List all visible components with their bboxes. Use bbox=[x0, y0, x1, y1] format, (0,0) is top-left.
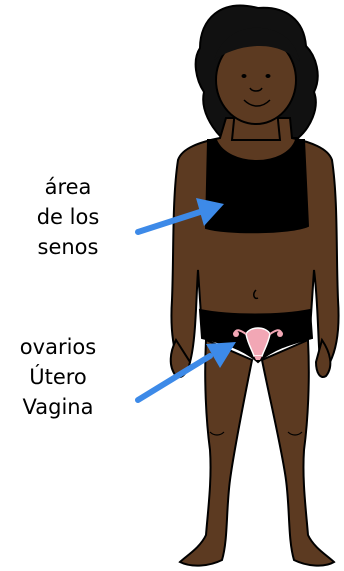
left-leg bbox=[178, 338, 254, 567]
navel bbox=[253, 289, 259, 300]
breast-area-label: área de los senos bbox=[18, 172, 118, 262]
ovaries-label: ovarios bbox=[19, 335, 97, 359]
left-knee bbox=[209, 431, 225, 436]
bra bbox=[204, 139, 310, 234]
uterus-icon bbox=[233, 327, 283, 360]
right-leg bbox=[260, 338, 336, 567]
vagina-label: Vagina bbox=[22, 395, 94, 419]
left-eye bbox=[241, 74, 247, 78]
breast-label-line-3: senos bbox=[37, 235, 99, 259]
right-eye bbox=[265, 74, 271, 78]
right-hand bbox=[314, 337, 332, 378]
hair-fringe bbox=[214, 27, 300, 62]
right-knee bbox=[287, 431, 303, 436]
breast-label-line-1: área bbox=[44, 175, 92, 199]
uterus-label: Útero bbox=[29, 365, 87, 389]
breast-label-line-2: de los bbox=[36, 205, 100, 229]
breast-arrow bbox=[135, 198, 224, 235]
mouth bbox=[243, 99, 271, 107]
reproductive-arrow bbox=[135, 342, 236, 403]
nose bbox=[249, 87, 263, 92]
reproductive-organs-label: ovarios Útero Vagina bbox=[6, 332, 110, 422]
